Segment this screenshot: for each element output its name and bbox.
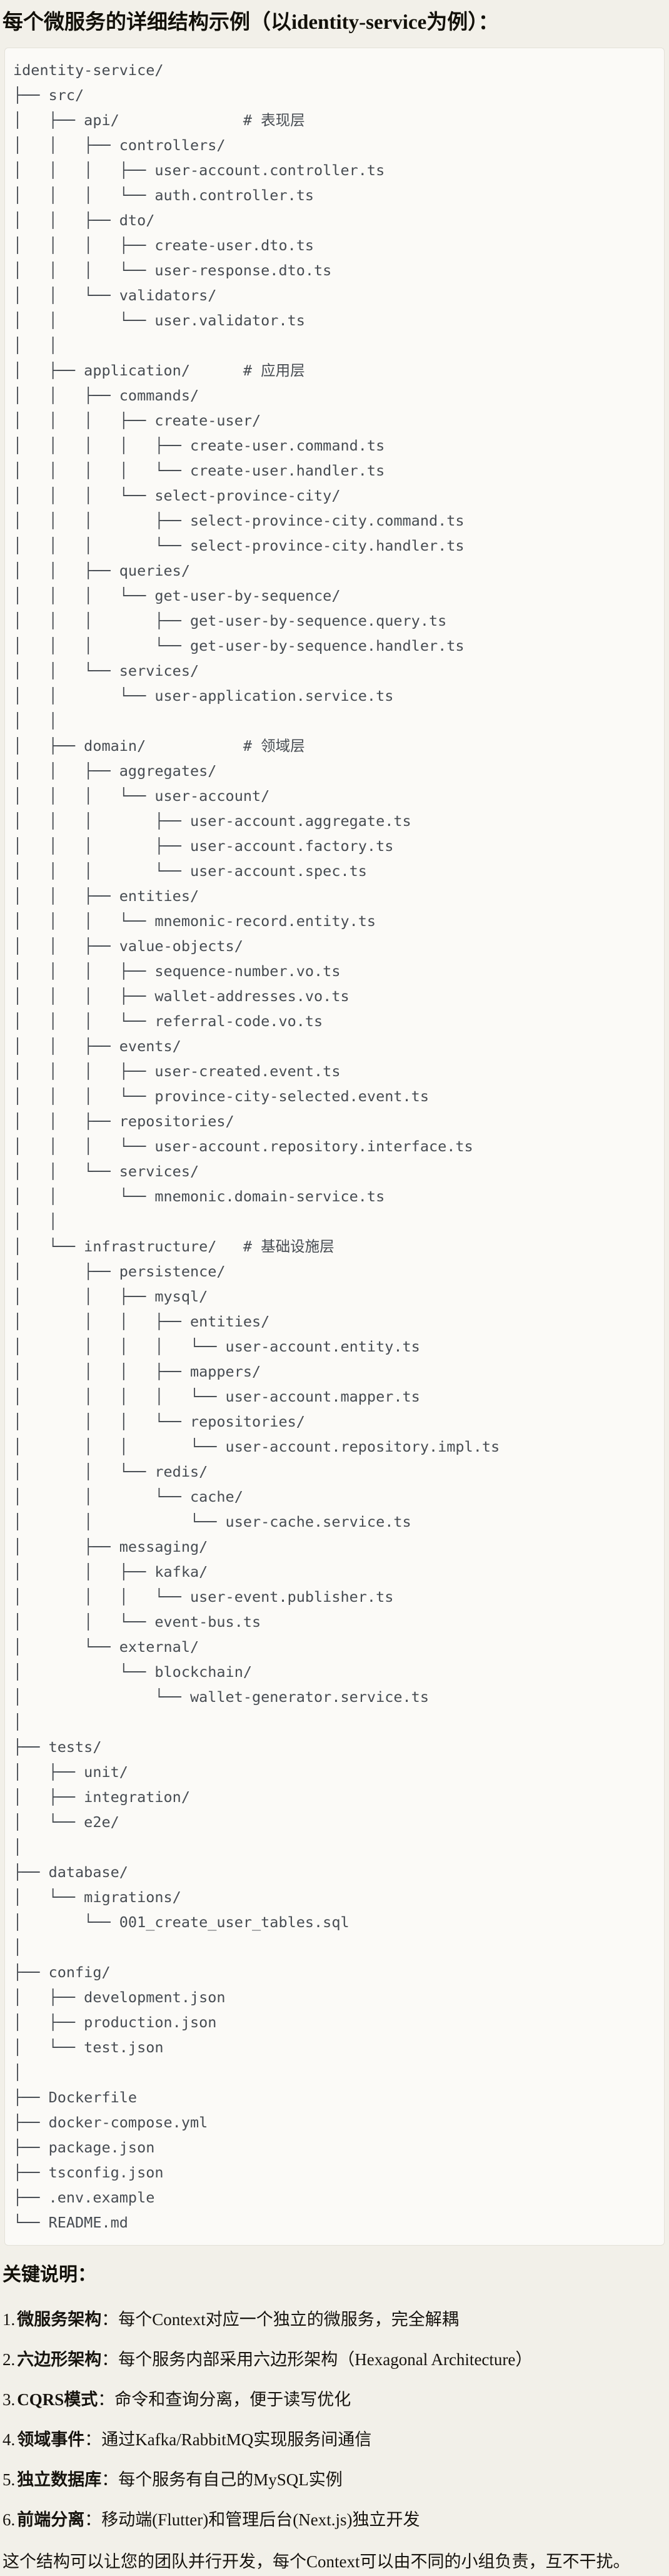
note-separator: ： xyxy=(84,2510,102,2530)
note-term: 六边形架构 xyxy=(17,2350,102,2370)
note-item-hexagonal: 2.六边形架构：每个服务内部采用六边形架构（Hexagonal Architec… xyxy=(0,2351,669,2368)
note-number: 3. xyxy=(3,2390,16,2410)
note-description: 移动端(Flutter)和管理后台(Next.js)独立开发 xyxy=(101,2510,420,2530)
note-number: 5. xyxy=(3,2470,16,2490)
note-number: 4. xyxy=(3,2430,16,2450)
note-separator: ： xyxy=(101,2470,119,2490)
page-title: 每个微服务的详细结构示例（以identity-service为例）： xyxy=(3,11,499,34)
note-item-cqrs: 3.CQRS模式：命令和查询分离，便于读写优化 xyxy=(0,2391,669,2408)
closing-paragraph: 这个结构可以让您的团队并行开发，每个Context可以由不同的小组负责，互不干扰… xyxy=(3,2552,630,2572)
note-separator: ： xyxy=(101,2350,119,2370)
note-description: 通过Kafka/RabbitMQ实现服务间通信 xyxy=(101,2430,372,2450)
note-item-independent-db: 5.独立数据库：每个服务有自己的MySQL实例 xyxy=(0,2471,669,2488)
note-term: 前端分离 xyxy=(17,2510,85,2530)
note-term: 领域事件 xyxy=(17,2430,85,2450)
note-number: 1. xyxy=(3,2310,16,2329)
directory-tree: identity-service/ ├── src/ │ ├── api/ # … xyxy=(13,61,500,2232)
note-separator: ： xyxy=(98,2390,115,2410)
note-item-frontend-separation: 6.前端分离：移动端(Flutter)和管理后台(Next.js)独立开发 xyxy=(0,2511,669,2528)
note-separator: ： xyxy=(101,2310,119,2329)
directory-tree-code-block: identity-service/ ├── src/ │ ├── api/ # … xyxy=(4,48,665,2246)
note-term: 微服务架构 xyxy=(17,2310,102,2329)
note-description: 命令和查询分离，便于读写优化 xyxy=(114,2390,351,2410)
note-description: 每个Context对应一个独立的微服务，完全解耦 xyxy=(118,2310,459,2329)
note-term: 独立数据库 xyxy=(17,2470,102,2490)
note-number: 6. xyxy=(3,2510,16,2530)
notes-heading: 关键说明： xyxy=(3,2264,96,2286)
note-number: 2. xyxy=(3,2350,16,2370)
note-term: CQRS模式 xyxy=(17,2390,98,2410)
note-item-microservice: 1.微服务架构：每个Context对应一个独立的微服务，完全解耦 xyxy=(0,2311,669,2328)
note-description: 每个服务有自己的MySQL实例 xyxy=(118,2470,343,2490)
note-item-domain-events: 4.领域事件：通过Kafka/RabbitMQ实现服务间通信 xyxy=(0,2431,669,2448)
note-description: 每个服务内部采用六边形架构（Hexagonal Architecture） xyxy=(118,2350,533,2370)
note-separator: ： xyxy=(84,2430,102,2450)
